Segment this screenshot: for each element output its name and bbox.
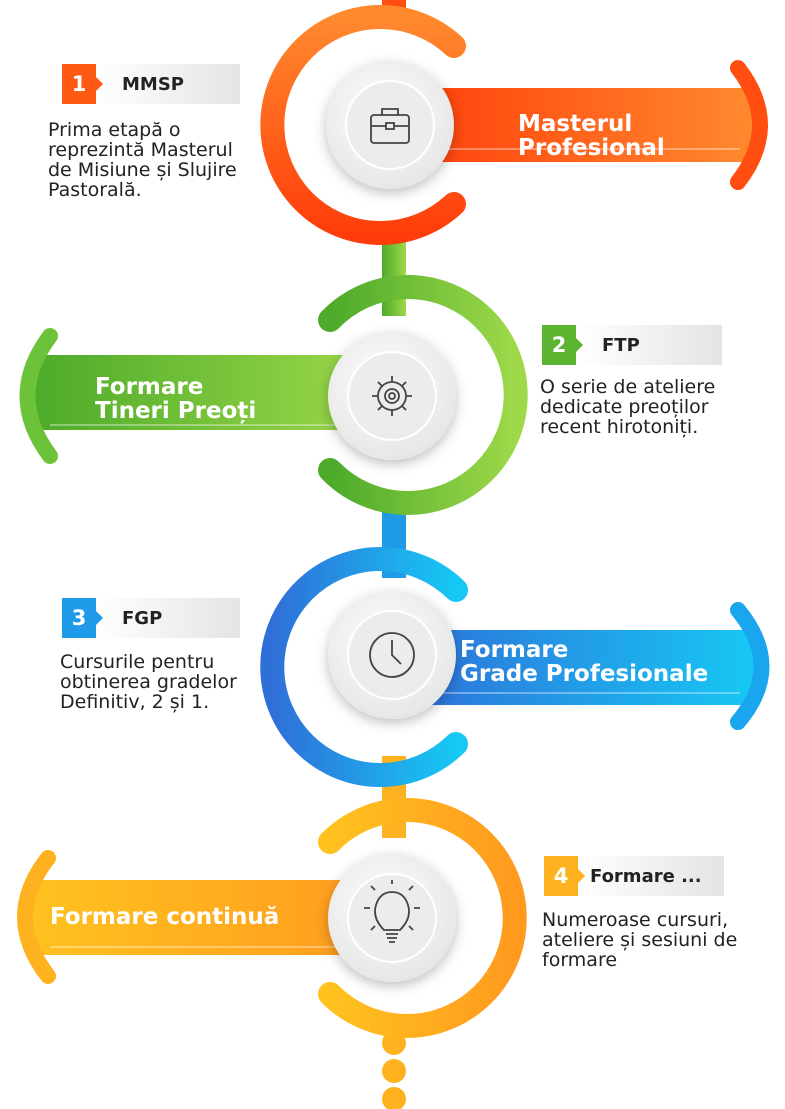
step-4-number-badge: 4 — [544, 856, 585, 896]
step-3-description: Cursurile pentru obtinerea gradelor Defi… — [60, 652, 237, 712]
lightbulb-icon — [364, 880, 420, 943]
step-2-ribbon — [19, 328, 385, 464]
step-3-desc-line: Cursurile pentru — [60, 651, 215, 673]
step-4-description: Numeroase cursuri, ateliere și sesiuni d… — [542, 910, 737, 970]
step-4-desc-line: Numeroase cursuri, — [542, 909, 729, 931]
step-4-tag: 4 Formare ... — [544, 856, 724, 896]
step-4-ribbon — [17, 850, 385, 984]
step-1-title-line: Profesional — [518, 135, 665, 161]
step-2-desc-line: O serie de ateliere — [540, 376, 716, 398]
clock-icon — [369, 632, 415, 678]
step-3-ribbon — [400, 602, 770, 730]
step-2-title-line: Formare — [95, 374, 204, 400]
step-1-ribbon — [400, 60, 768, 190]
step-1-abbreviation: MMSP — [96, 64, 240, 104]
step-1-description: Prima etapă o reprezintă Masterul de Mis… — [48, 120, 237, 200]
step-2-title-line: Tineri Preoți — [95, 398, 257, 424]
step-2-desc-line: dedicate preoților — [540, 396, 709, 418]
step-1-number-badge: 1 — [62, 64, 103, 104]
step-1-desc-line: Pastorală. — [48, 179, 142, 201]
step-3-title-line: Formare — [460, 637, 569, 663]
step-3-number-badge: 3 — [62, 598, 103, 638]
step-1-desc-line: reprezintă Masterul — [48, 139, 233, 161]
step-3-desc-line: obtinerea gradelor — [60, 671, 237, 693]
step-3-ring — [260, 547, 468, 787]
step-2-ring — [318, 275, 528, 515]
step-2-number-badge: 2 — [542, 325, 583, 365]
dot-3 — [382, 1087, 406, 1109]
step-2-title: Formare Tineri Preoți — [95, 375, 256, 423]
gear-icon — [372, 376, 412, 416]
step-3-desc-line: Definitiv, 2 și 1. — [60, 691, 210, 713]
step-3-title: Formare Grade Profesionale — [460, 638, 708, 686]
step-4-title: Formare continuă — [50, 905, 279, 929]
step-4-title-line: Formare continuă — [50, 904, 280, 930]
step-1-title: Masterul Profesional — [518, 112, 665, 160]
step-1-desc-line: de Misiune și Slujire — [48, 159, 237, 181]
step-4-abbreviation: Formare ... — [578, 856, 724, 896]
step-1-desc-line: Prima etapă o — [48, 119, 181, 141]
dot-2 — [382, 1059, 406, 1083]
step-3-abbreviation: FGP — [96, 598, 240, 638]
step-1-tag: 1 MMSP — [62, 64, 240, 104]
step-4-desc-line: ateliere și sesiuni de — [542, 929, 738, 951]
step-4-ring — [318, 798, 527, 1038]
step-3-tag: 3 FGP — [62, 598, 240, 638]
step-1-ring — [260, 5, 466, 245]
step-2-tag: 2 FTP — [542, 325, 722, 365]
step-2-desc-line: recent hirotoniți. — [540, 416, 699, 438]
step-1-title-line: Masterul — [518, 111, 633, 137]
step-4-desc-line: formare — [542, 949, 618, 971]
briefcase-icon — [370, 108, 410, 144]
step-2-description: O serie de ateliere dedicate preoților r… — [540, 377, 715, 437]
step-2-abbreviation: FTP — [576, 325, 722, 365]
step-3-title-line: Grade Profesionale — [460, 661, 709, 687]
